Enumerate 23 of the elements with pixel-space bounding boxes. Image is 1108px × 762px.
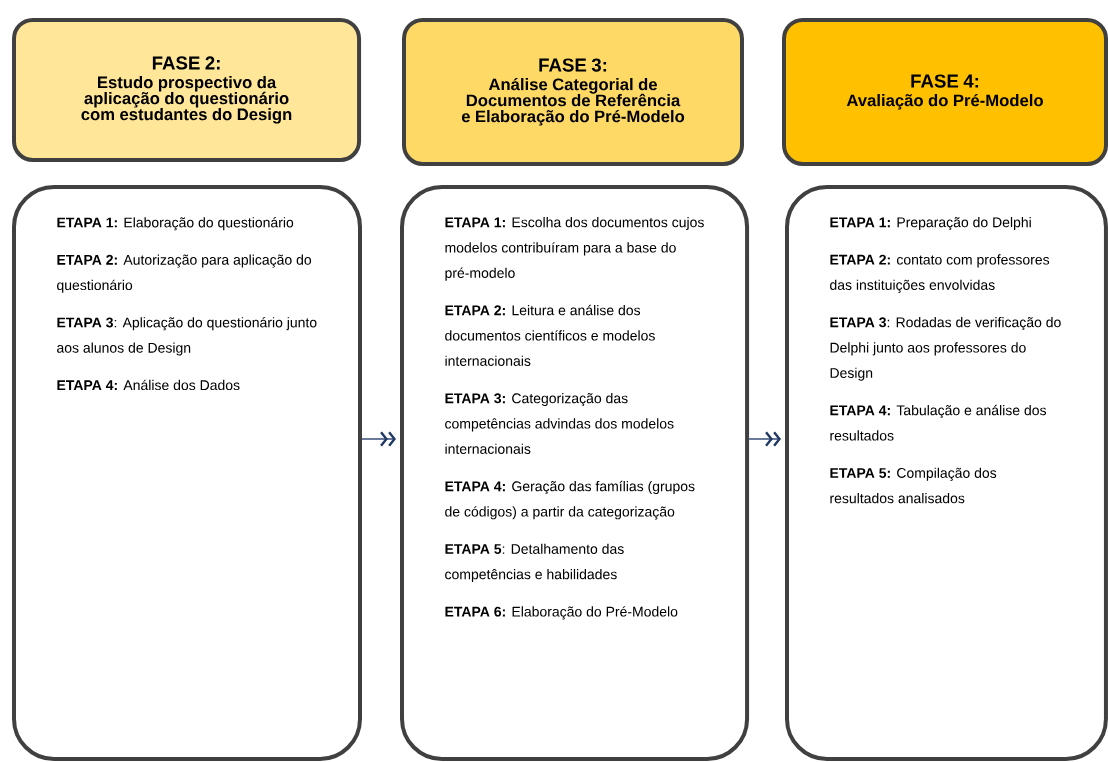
step-text: ETAPA 2: contato com professores das instituições envolvidas [830,254,1050,293]
step-text: ETAPA 6: Elaboração do Pré-Modelo [445,606,678,620]
step-text: ETAPA 5: Compilação dos resultados analisados [830,467,997,504]
step-text: ETAPA 5: Detalhamento das competências e habilidades [445,543,624,583]
stage-box [400,185,750,761]
phase-box: FASE 3: Análise Categorial de Documentos de Referência e Elaboração do Pré-Modelo [402,18,744,166]
step-text: ETAPA 4: Geração das famílias (grupos de códigos) a partir da categorização [445,480,695,520]
chevron-arrow [361,431,396,447]
step-text: ETAPA 4: Análise dos Dados [57,379,240,391]
step-text: ETAPA 2: Autorização para aplicação do questionário [57,254,312,293]
phase-box: FASE 2: Estudo prospectivo da aplicação do questionário com estudantes do Design [12,18,362,162]
step-text: ETAPA 4: Tabulação e análise dos resultados [830,404,1046,441]
step-text: ETAPA 2: Leitura e análise dos documentos científicos e modelos internacionais [445,304,655,366]
step-text: ETAPA 1: Preparação do Delphi [830,217,1031,231]
stage-box [12,185,362,761]
step-text: ETAPA 3: Rodadas de verificação do Delphi junto aos professores do Design [830,317,1061,381]
stage-box [785,185,1108,761]
phase-box: FASE 4: Avaliação do Pré-Modelo [782,18,1108,166]
chevron-arrow [748,431,781,447]
step-text: ETAPA 1: Escolha dos documentos cujos modelos contribuíram para a base do pré-modelo [445,217,704,281]
step-text: ETAPA 3: Aplicação do questionário junto aos alunos de Design [57,317,317,356]
step-text: ETAPA 3: Categorização das competências advindas dos modelos internacionais [445,393,674,454]
step-text: ETAPA 1: Elaboração do questionário [57,217,294,231]
